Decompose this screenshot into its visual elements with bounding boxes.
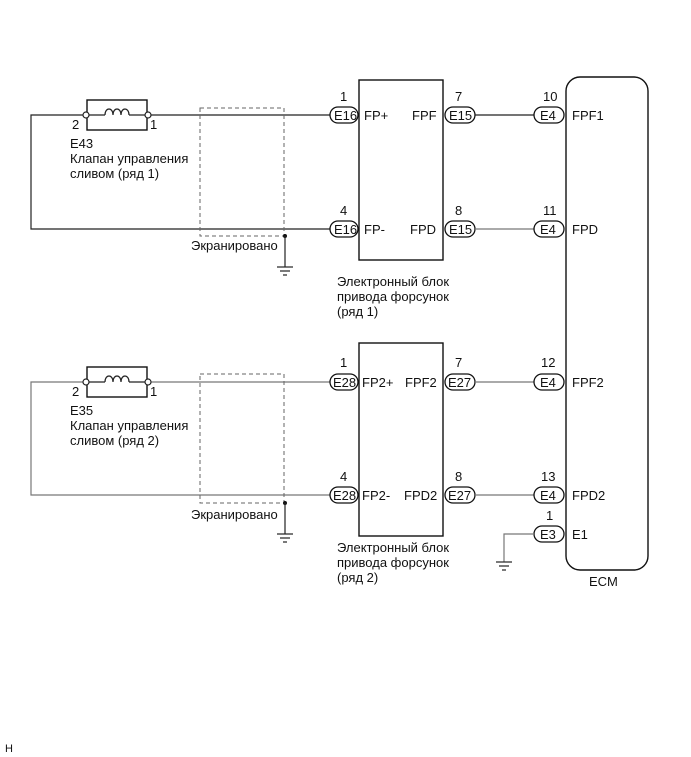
svg-text:E27: E27 xyxy=(448,488,471,503)
svg-text:E3: E3 xyxy=(540,527,556,542)
svg-text:4: 4 xyxy=(340,203,347,218)
bank1-driver-name-3: (ряд 1) xyxy=(337,304,378,319)
bank1-valve-pin-right: 1 xyxy=(150,117,157,132)
svg-text:FP2+: FP2+ xyxy=(362,375,393,390)
bank2-valve-name-2: сливом (ряд 2) xyxy=(70,433,159,448)
ecm-ground-wire xyxy=(503,533,534,562)
terminal-icon xyxy=(82,111,90,119)
bank1-valve-name-1: Клапан управления xyxy=(70,151,188,166)
svg-text:11: 11 xyxy=(543,203,557,218)
terminal-icon xyxy=(82,378,90,386)
svg-text:E4: E4 xyxy=(540,108,556,123)
terminal-icon xyxy=(144,111,152,119)
bank2-conn-out-bottom: E27 8 FPD2 xyxy=(404,469,476,504)
ground-icon xyxy=(277,266,293,276)
bank1-valve-code: E43 xyxy=(70,136,93,151)
ground-icon xyxy=(496,561,512,571)
bank2-shield xyxy=(199,373,285,504)
bank1-driver-box xyxy=(358,79,444,261)
svg-text:1: 1 xyxy=(340,89,347,104)
svg-text:1: 1 xyxy=(340,355,347,370)
svg-text:13: 13 xyxy=(541,469,555,484)
svg-text:FP-: FP- xyxy=(364,222,385,237)
bank1-conn-in-top: E16 1 FP+ xyxy=(329,89,388,124)
svg-text:1: 1 xyxy=(546,508,553,523)
bank1-return-wire xyxy=(30,114,330,230)
ecm-conn-fpd: E4 11 FPD xyxy=(533,203,598,238)
svg-text:8: 8 xyxy=(455,469,462,484)
svg-text:FPF1: FPF1 xyxy=(572,108,604,123)
bank2-conn-out-top: E27 7 FPF2 xyxy=(405,355,476,391)
bank2-driver-box xyxy=(358,342,444,537)
svg-text:FP2-: FP2- xyxy=(362,488,390,503)
bank1-circuit: 2 1 E43 Клапан управления сливом (ряд 1)… xyxy=(30,79,534,319)
bank1-driver-name-1: Электронный блок xyxy=(337,274,449,289)
ecm-conn-e1: E3 1 E1 xyxy=(533,508,588,543)
svg-text:E1: E1 xyxy=(572,527,588,542)
bank2-valve-pin-left: 2 xyxy=(72,384,79,399)
ecm-conn-fpd2: E4 13 FPD2 xyxy=(533,469,605,504)
bank1-conn-out-bottom: E15 8 FPD xyxy=(410,203,476,238)
page-marker: H xyxy=(5,743,13,755)
bank1-valve-pin-left: 2 xyxy=(72,117,79,132)
ground-icon xyxy=(277,533,293,543)
svg-text:FPD2: FPD2 xyxy=(404,488,437,503)
svg-text:7: 7 xyxy=(455,89,462,104)
svg-text:E16: E16 xyxy=(334,108,357,123)
svg-text:FP+: FP+ xyxy=(364,108,388,123)
svg-text:FPF2: FPF2 xyxy=(572,375,604,390)
bank1-conn-out-top: E15 7 FPF xyxy=(412,89,476,124)
svg-text:FPD: FPD xyxy=(410,222,436,237)
bank2-driver-name-1: Электронный блок xyxy=(337,540,449,555)
bank2-conn-in-top: E28 1 FP2+ xyxy=(329,355,393,391)
bank2-valve-coil xyxy=(82,366,152,398)
svg-text:4: 4 xyxy=(340,469,347,484)
svg-text:E28: E28 xyxy=(333,375,356,390)
svg-text:E15: E15 xyxy=(449,108,472,123)
bank2-valve-name-1: Клапан управления xyxy=(70,418,188,433)
bank2-driver-name-3: (ряд 2) xyxy=(337,570,378,585)
ecm-conn-fpf1: E4 10 FPF1 xyxy=(533,89,604,124)
svg-text:E27: E27 xyxy=(448,375,471,390)
bank1-conn-in-bottom: E16 4 FP- xyxy=(329,203,385,238)
svg-text:E4: E4 xyxy=(540,222,556,237)
bank1-valve-name-2: сливом (ряд 1) xyxy=(70,166,159,181)
svg-text:8: 8 xyxy=(455,203,462,218)
svg-text:E16: E16 xyxy=(334,222,357,237)
coil-icon xyxy=(104,108,130,116)
svg-text:E15: E15 xyxy=(449,222,472,237)
svg-text:FPD2: FPD2 xyxy=(572,488,605,503)
bank2-shield-label: Экранировано xyxy=(191,507,278,522)
svg-text:7: 7 xyxy=(455,355,462,370)
bank2-valve-pin-right: 1 xyxy=(150,384,157,399)
terminal-icon xyxy=(144,378,152,386)
svg-text:FPD: FPD xyxy=(572,222,598,237)
coil-icon xyxy=(104,375,130,383)
svg-text:E4: E4 xyxy=(540,488,556,503)
svg-text:E28: E28 xyxy=(333,488,356,503)
ecm-unit: ECM E4 10 FPF1 E4 11 FPD E4 12 FPF2 E4 1… xyxy=(496,76,649,589)
bank2-return-wire xyxy=(30,381,330,496)
bank1-shield-label: Экранировано xyxy=(191,238,278,253)
bank1-shield xyxy=(199,107,285,237)
ecm-box xyxy=(565,76,649,571)
bank2-driver-name-2: привода форсунок xyxy=(337,555,449,570)
bank1-valve-coil xyxy=(82,99,152,131)
svg-text:12: 12 xyxy=(541,355,555,370)
ecm-conn-fpf2: E4 12 FPF2 xyxy=(533,355,604,391)
svg-text:E4: E4 xyxy=(540,375,556,390)
ecm-label: ECM xyxy=(589,574,618,589)
bank1-driver-name-2: привода форсунок xyxy=(337,289,449,304)
bank2-circuit: 2 1 E35 Клапан управления сливом (ряд 2)… xyxy=(30,342,534,585)
bank2-conn-in-bottom: E28 4 FP2- xyxy=(329,469,390,504)
bank2-valve-code: E35 xyxy=(70,403,93,418)
svg-text:FPF2: FPF2 xyxy=(405,375,437,390)
svg-text:FPF: FPF xyxy=(412,108,437,123)
svg-text:10: 10 xyxy=(543,89,557,104)
